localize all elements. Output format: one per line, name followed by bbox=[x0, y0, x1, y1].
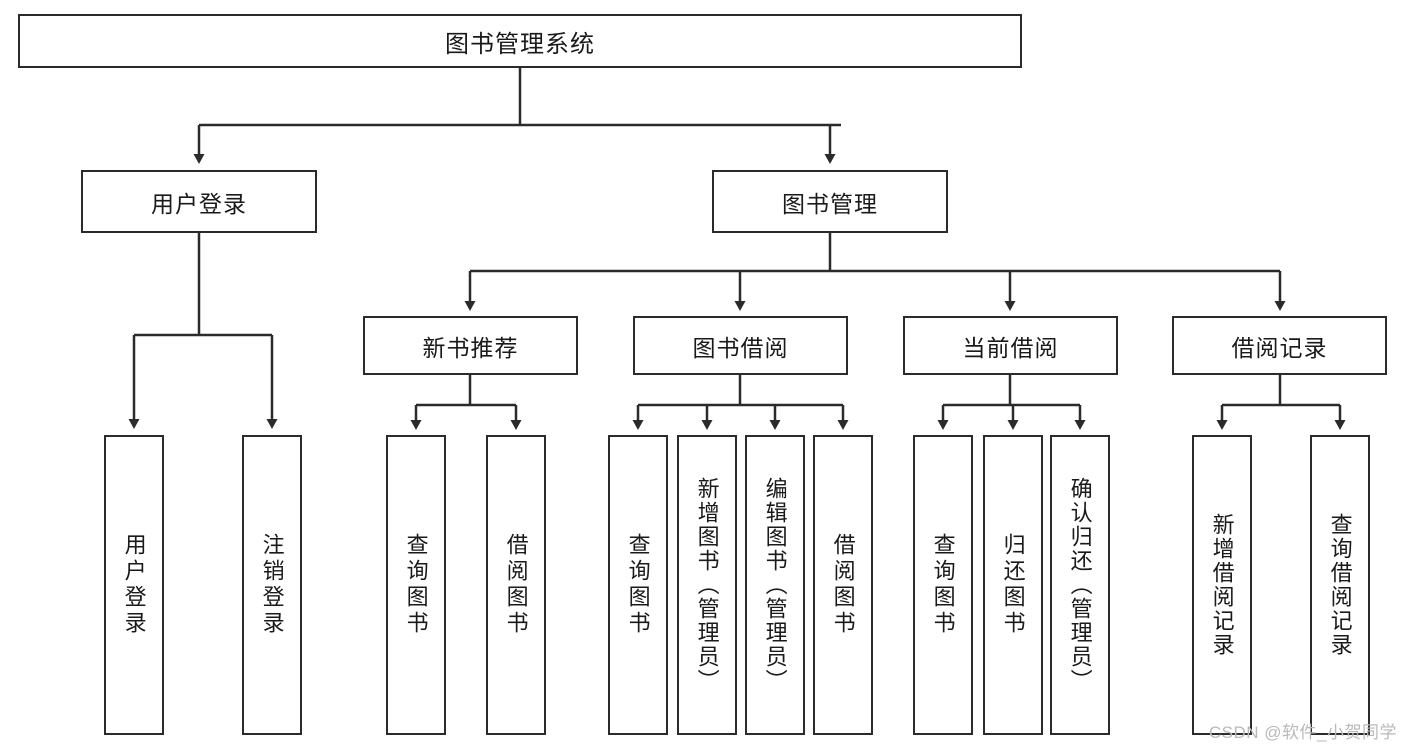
node-new-book-recommend[interactable]: 新书推荐 bbox=[363, 316, 578, 375]
leaf-label: 用户登录 bbox=[121, 533, 147, 637]
leaf-node[interactable]: 新增图书（管理员） bbox=[677, 435, 737, 735]
node-root-label: 图书管理系统 bbox=[445, 30, 595, 58]
leaf-node[interactable]: 编辑图书（管理员） bbox=[745, 435, 805, 735]
node-borrow-record-label: 借阅记录 bbox=[1231, 334, 1328, 361]
leaf-label: 新增图书（管理员） bbox=[694, 477, 720, 693]
leaf-node[interactable]: 新增借阅记录 bbox=[1192, 435, 1252, 735]
leaf-label: 查询图书 bbox=[625, 533, 651, 637]
watermark-text: CSDN @软件_小贺同学 bbox=[1208, 723, 1397, 742]
node-current-borrow-label: 当前借阅 bbox=[962, 334, 1059, 361]
node-book-management-label: 图书管理 bbox=[782, 190, 878, 217]
node-borrow-record[interactable]: 借阅记录 bbox=[1172, 316, 1387, 375]
leaf-node[interactable]: 归还图书 bbox=[983, 435, 1043, 735]
node-current-borrow[interactable]: 当前借阅 bbox=[903, 316, 1118, 375]
leaf-node[interactable]: 借阅图书 bbox=[486, 435, 546, 735]
leaf-label: 借阅图书 bbox=[830, 533, 856, 637]
node-book-management[interactable]: 图书管理 bbox=[712, 170, 948, 233]
leaf-node[interactable]: 查询图书 bbox=[913, 435, 973, 735]
leaf-label: 确认归还（管理员） bbox=[1067, 477, 1093, 693]
leaf-node[interactable]: 确认归还（管理员） bbox=[1050, 435, 1110, 735]
leaf-label: 借阅图书 bbox=[503, 533, 529, 637]
node-book-borrow-label: 图书借阅 bbox=[692, 334, 789, 361]
leaf-node[interactable]: 借阅图书 bbox=[813, 435, 873, 735]
leaf-node[interactable]: 注销登录 bbox=[242, 435, 302, 735]
leaf-label: 查询图书 bbox=[403, 533, 429, 637]
leaf-node[interactable]: 查询图书 bbox=[608, 435, 668, 735]
leaf-label: 查询图书 bbox=[930, 533, 956, 637]
leaf-node[interactable]: 用户登录 bbox=[104, 435, 164, 735]
leaf-label: 归还图书 bbox=[1000, 533, 1026, 637]
leaf-label: 注销登录 bbox=[259, 533, 285, 637]
node-user-login-label: 用户登录 bbox=[151, 190, 247, 217]
node-new-book-recommend-label: 新书推荐 bbox=[422, 334, 519, 361]
node-user-login[interactable]: 用户登录 bbox=[81, 170, 317, 233]
leaf-label: 编辑图书（管理员） bbox=[762, 477, 788, 693]
leaf-node[interactable]: 查询图书 bbox=[386, 435, 446, 735]
leaf-node[interactable]: 查询借阅记录 bbox=[1310, 435, 1370, 735]
leaf-label: 查询借阅记录 bbox=[1327, 513, 1353, 657]
node-book-borrow[interactable]: 图书借阅 bbox=[633, 316, 848, 375]
node-root-system[interactable]: 图书管理系统 bbox=[18, 14, 1022, 68]
leaf-label: 新增借阅记录 bbox=[1209, 513, 1235, 657]
